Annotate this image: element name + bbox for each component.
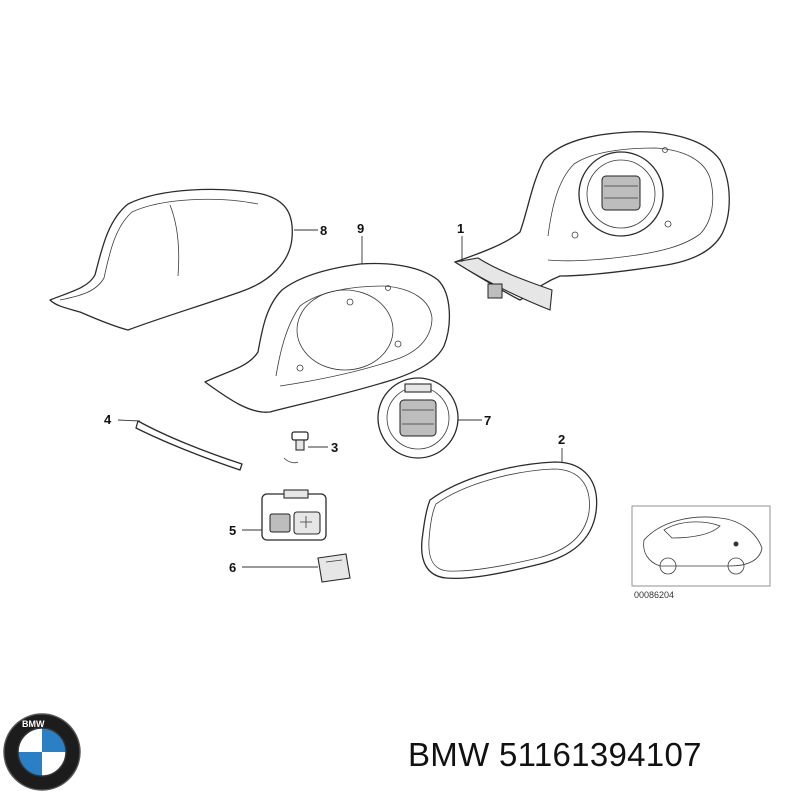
bmw-roundel-icon: BMW xyxy=(3,713,81,791)
reference-code: 00086204 xyxy=(634,590,674,600)
car-thumbnail: 00086204 xyxy=(631,505,771,600)
callout-3: 3 xyxy=(331,440,338,455)
part-3-screw[interactable] xyxy=(283,431,309,464)
part-2-mirror-glass[interactable] xyxy=(420,461,598,580)
part-6-switch-cap[interactable] xyxy=(317,553,351,583)
callout-1: 1 xyxy=(457,221,464,236)
callout-5: 5 xyxy=(229,523,236,538)
part-9-mirror-frame[interactable] xyxy=(204,262,451,413)
callout-6: 6 xyxy=(229,560,236,575)
callout-8: 8 xyxy=(320,223,327,238)
part-8-mirror-cover[interactable] xyxy=(49,188,293,331)
part-4-seal-strip[interactable] xyxy=(135,420,243,471)
part-number-caption: BMW 51161394107 xyxy=(408,736,702,773)
callout-9: 9 xyxy=(357,221,364,236)
logo-letters: BMW xyxy=(22,719,45,729)
callout-7: 7 xyxy=(484,413,491,428)
part-5-mirror-switch[interactable] xyxy=(261,489,327,541)
part-7-adjusting-motor[interactable] xyxy=(377,377,459,459)
callout-2: 2 xyxy=(558,432,565,447)
part-1-mirror-assembly[interactable] xyxy=(453,131,730,311)
leader-lines xyxy=(117,229,563,568)
callout-4: 4 xyxy=(104,412,112,427)
